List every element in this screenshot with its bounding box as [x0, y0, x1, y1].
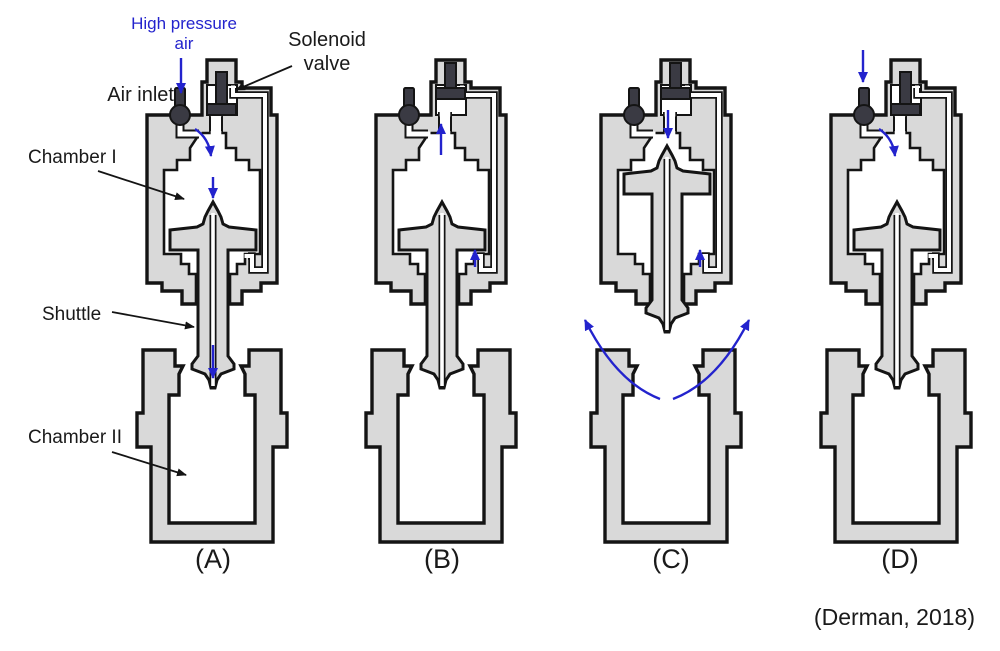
chamber2-cylinder: [819, 348, 973, 544]
flow-arrow-chamber2-exhaust-right: [672, 319, 751, 401]
label-chamber2: Chamber II: [28, 427, 122, 448]
air-inlet-valve: [398, 104, 420, 126]
pilot-air-channel: [231, 85, 267, 272]
caption-panel-A: (A): [195, 544, 231, 574]
valve-cross-section-C: [583, 58, 751, 544]
flow-arrow-inlet-into-chamber1: [194, 127, 215, 157]
chamber2-cylinder: [589, 348, 743, 544]
shuttle-piston: [852, 198, 942, 390]
pilot-air-channel: [915, 85, 951, 272]
valve-cross-section-A: [135, 58, 289, 544]
chamber2-cylinder: [364, 348, 518, 544]
air-inlet-valve: [169, 104, 191, 126]
caption-panel-B: (B): [424, 544, 460, 574]
solenoid-plunger-flange: [660, 87, 691, 100]
chamber2-cylinder: [135, 348, 289, 544]
shuttle-piston: [622, 142, 712, 334]
label-air-inlet: Air inlet: [107, 84, 174, 106]
air-inlet-valve: [853, 104, 875, 126]
solenoid-plunger-flange: [206, 103, 237, 116]
caption-panel-D: (D): [881, 544, 919, 574]
source-citation: (Derman, 2018): [813, 604, 975, 630]
caption-panel-C: (C): [652, 544, 690, 574]
solenoid-plunger-flange: [435, 87, 466, 100]
valve-cross-section-B: [364, 58, 518, 544]
solenoid-plunger: [899, 71, 912, 106]
air-inlet-valve: [623, 104, 645, 126]
valve-panel-D: [793, 12, 993, 578]
label-solenoid-valve: Solenoid valve: [288, 29, 366, 75]
solenoid-plunger: [444, 62, 457, 90]
solenoid-plunger: [669, 62, 682, 90]
flow-arrow-chamber2-exhaust-left: [583, 319, 661, 401]
solenoid-plunger-flange: [890, 103, 921, 116]
valve-panel-B: [338, 12, 538, 578]
label-chamber1: Chamber I: [28, 147, 117, 168]
shuttle-piston: [397, 198, 487, 390]
flow-arrow-inlet-into-chamber1: [878, 127, 899, 157]
label-shuttle: Shuttle: [42, 304, 102, 325]
valve-cross-section-D: [819, 50, 973, 544]
valve-panel-C: [563, 12, 763, 578]
valve-panel-A: [109, 12, 309, 578]
label-high-pressure-air: High pressure air: [131, 14, 237, 54]
solenoid-plunger: [215, 71, 228, 106]
